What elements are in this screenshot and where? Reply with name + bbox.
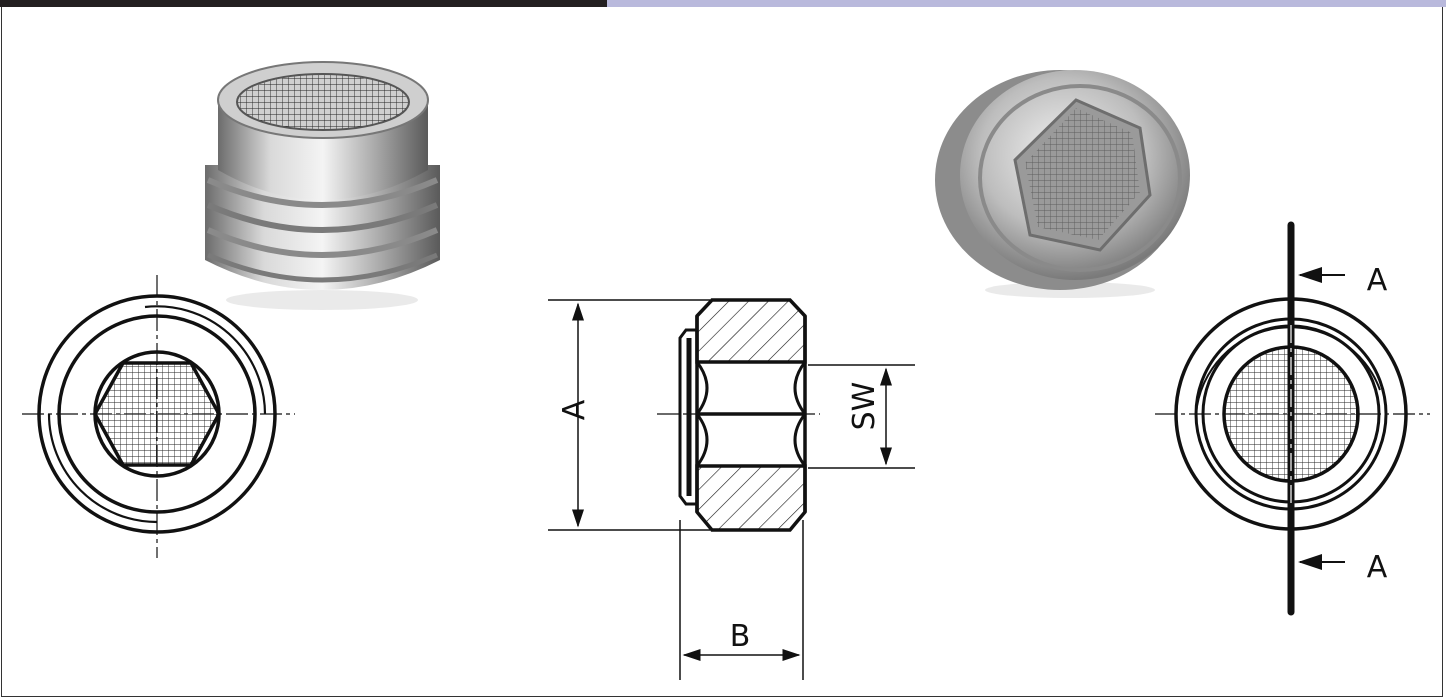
hex-socket-plug-photo — [935, 70, 1190, 298]
sheet-border — [1, 7, 1443, 697]
side-view-drawing — [1155, 221, 1430, 616]
front-view-drawing — [22, 275, 295, 558]
dim-a-label: A — [557, 399, 592, 420]
dim-b-label: B — [730, 619, 751, 654]
dim-sw-label: SW — [847, 382, 882, 431]
threaded-plug-photo — [205, 61, 440, 310]
header-bar-light — [607, 0, 1446, 7]
section-view-drawing — [548, 298, 915, 680]
section-marker-top: A — [1367, 263, 1388, 298]
header-bar-dark — [0, 0, 607, 7]
section-marker-bottom: A — [1367, 550, 1388, 585]
